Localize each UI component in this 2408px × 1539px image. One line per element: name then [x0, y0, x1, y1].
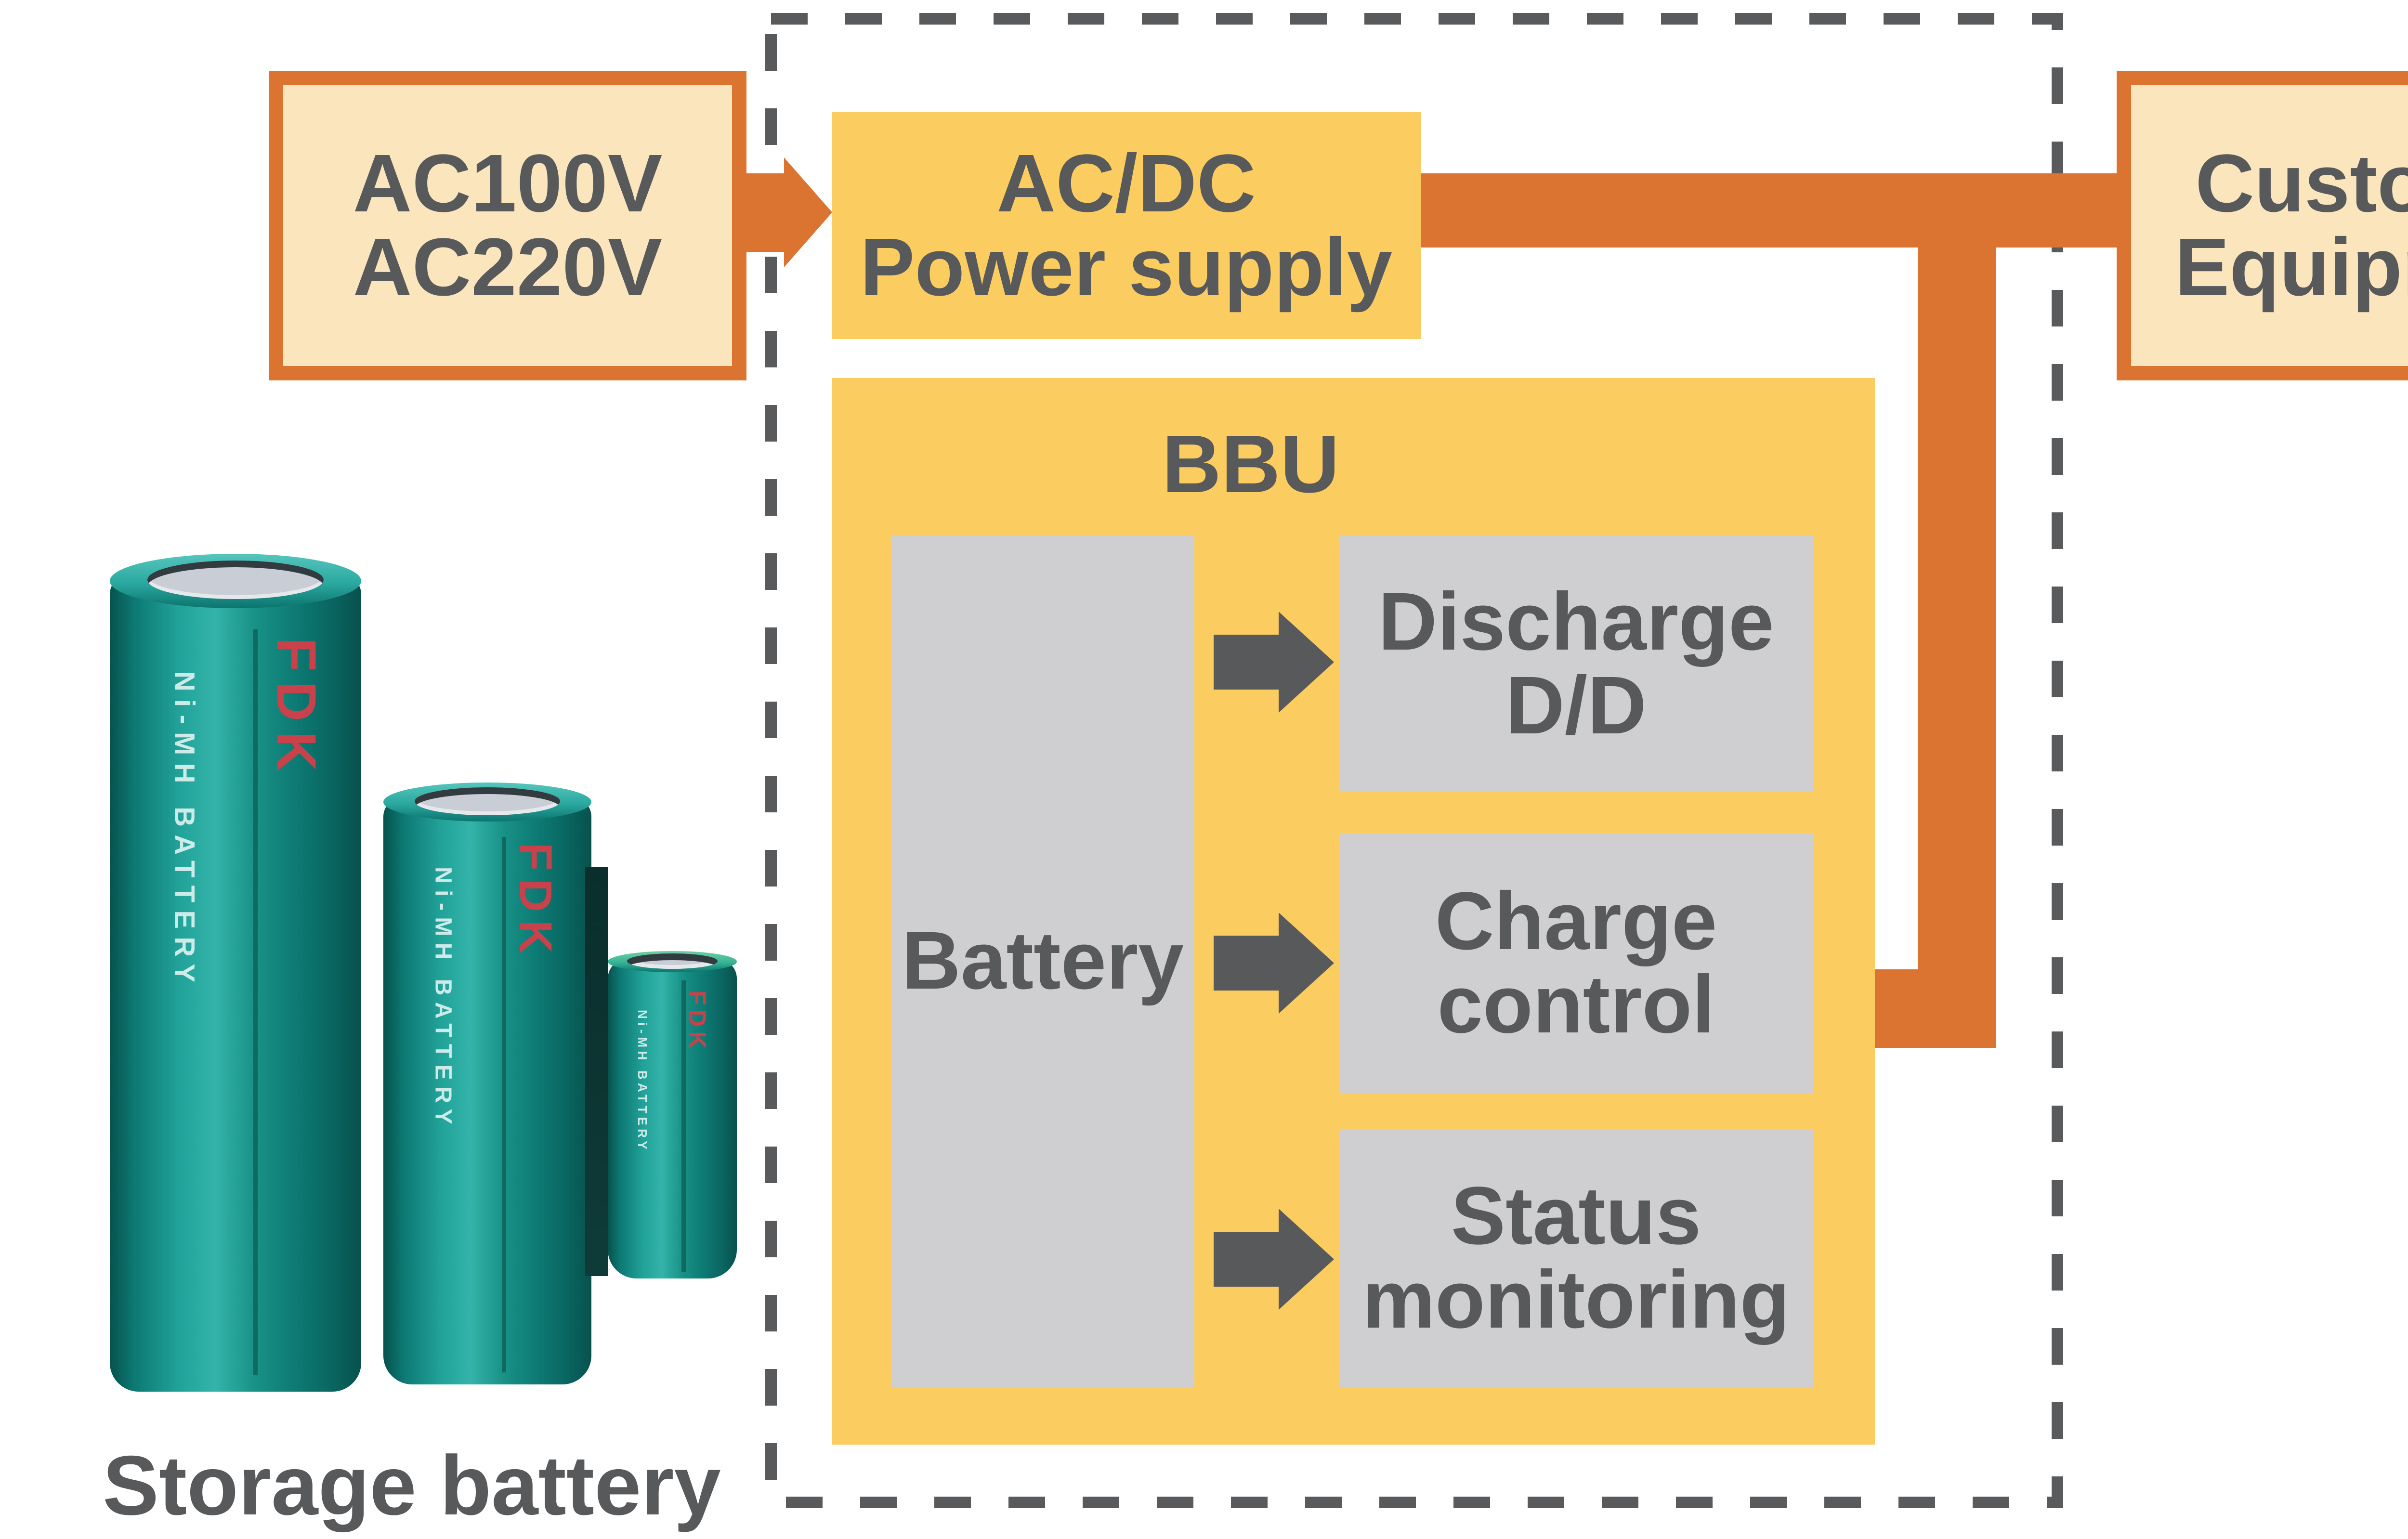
- ac-input-line1: AC100V: [353, 138, 663, 230]
- flow-arrow-icon: [1214, 612, 1334, 713]
- arrow-tail: [1214, 635, 1279, 690]
- bbu-label: BBU: [1162, 418, 1340, 510]
- module-charge-control: Charge control: [1339, 833, 1813, 1093]
- module-line1: Charge: [1435, 875, 1717, 967]
- power-line-vertical: [1918, 173, 1996, 1048]
- battery-seam-line: [253, 629, 258, 1375]
- battery-body: [608, 959, 737, 1278]
- customer-line2: Equipment: [2174, 221, 2408, 313]
- arrow-head: [784, 157, 832, 267]
- storage-battery-caption: Storage battery: [103, 1439, 721, 1533]
- battery-box-label: Battery: [902, 915, 1184, 1007]
- battery-body: [383, 797, 591, 1384]
- battery-side-text: Ni-MH BATTERY: [635, 1010, 650, 1153]
- module-line1: Status: [1451, 1170, 1701, 1262]
- battery-brand-logo: FDK: [510, 843, 561, 962]
- battery-body: [110, 574, 361, 1392]
- battery-brand-logo: FDK: [683, 990, 711, 1053]
- battery-top-cap: [627, 953, 718, 969]
- module-discharge-dd: Discharge D/D: [1339, 535, 1813, 792]
- arrow-head: [1279, 1209, 1334, 1310]
- arrow-head: [1279, 913, 1334, 1014]
- battery-large: FDK Ni-MH BATTERY: [110, 554, 361, 1392]
- module-line1: Discharge: [1378, 576, 1774, 668]
- battery-side-text: Ni-MH BATTERY: [169, 671, 200, 990]
- battery-medium: FDK Ni-MH BATTERY: [383, 783, 591, 1384]
- ac-input-box: AC100V AC220V: [269, 71, 746, 380]
- battery-seam-line: [681, 980, 686, 1272]
- ac-dc-power-supply-box: AC/DC Power supply: [832, 112, 1421, 339]
- power-line-bbu-stub: [1869, 969, 1922, 1048]
- module-line2: monitoring: [1362, 1253, 1790, 1345]
- arrow-head: [1279, 612, 1334, 713]
- battery-side-text: Ni-MH BATTERY: [430, 867, 456, 1131]
- customer-line1: Customer: [2195, 138, 2408, 230]
- ac-input-line2: AC220V: [353, 221, 663, 313]
- flow-arrow-icon: [1214, 913, 1334, 1014]
- battery-top-cap: [147, 560, 324, 599]
- battery-seam-line: [502, 836, 507, 1372]
- arrow-tail: [1214, 936, 1279, 991]
- power-line-horizontal: [1397, 173, 2119, 248]
- battery-small: FDK Ni-MH BATTERY: [608, 951, 737, 1278]
- battery-box: Battery: [891, 535, 1194, 1387]
- battery-top-cap: [414, 787, 561, 815]
- ac-dc-line1: AC/DC: [996, 138, 1256, 230]
- customer-equipment-box: Customer Equipment: [2117, 71, 2408, 380]
- module-line2: D/D: [1505, 659, 1647, 751]
- module-line2: control: [1437, 959, 1715, 1050]
- arrow-tail: [1214, 1232, 1279, 1287]
- ac-dc-line2: Power supply: [860, 221, 1393, 313]
- battery-shadow: [585, 867, 608, 1276]
- flow-arrow-icon: [1214, 1209, 1334, 1310]
- module-status-monitoring: Status monitoring: [1339, 1129, 1813, 1387]
- battery-brand-logo: FDK: [265, 638, 327, 782]
